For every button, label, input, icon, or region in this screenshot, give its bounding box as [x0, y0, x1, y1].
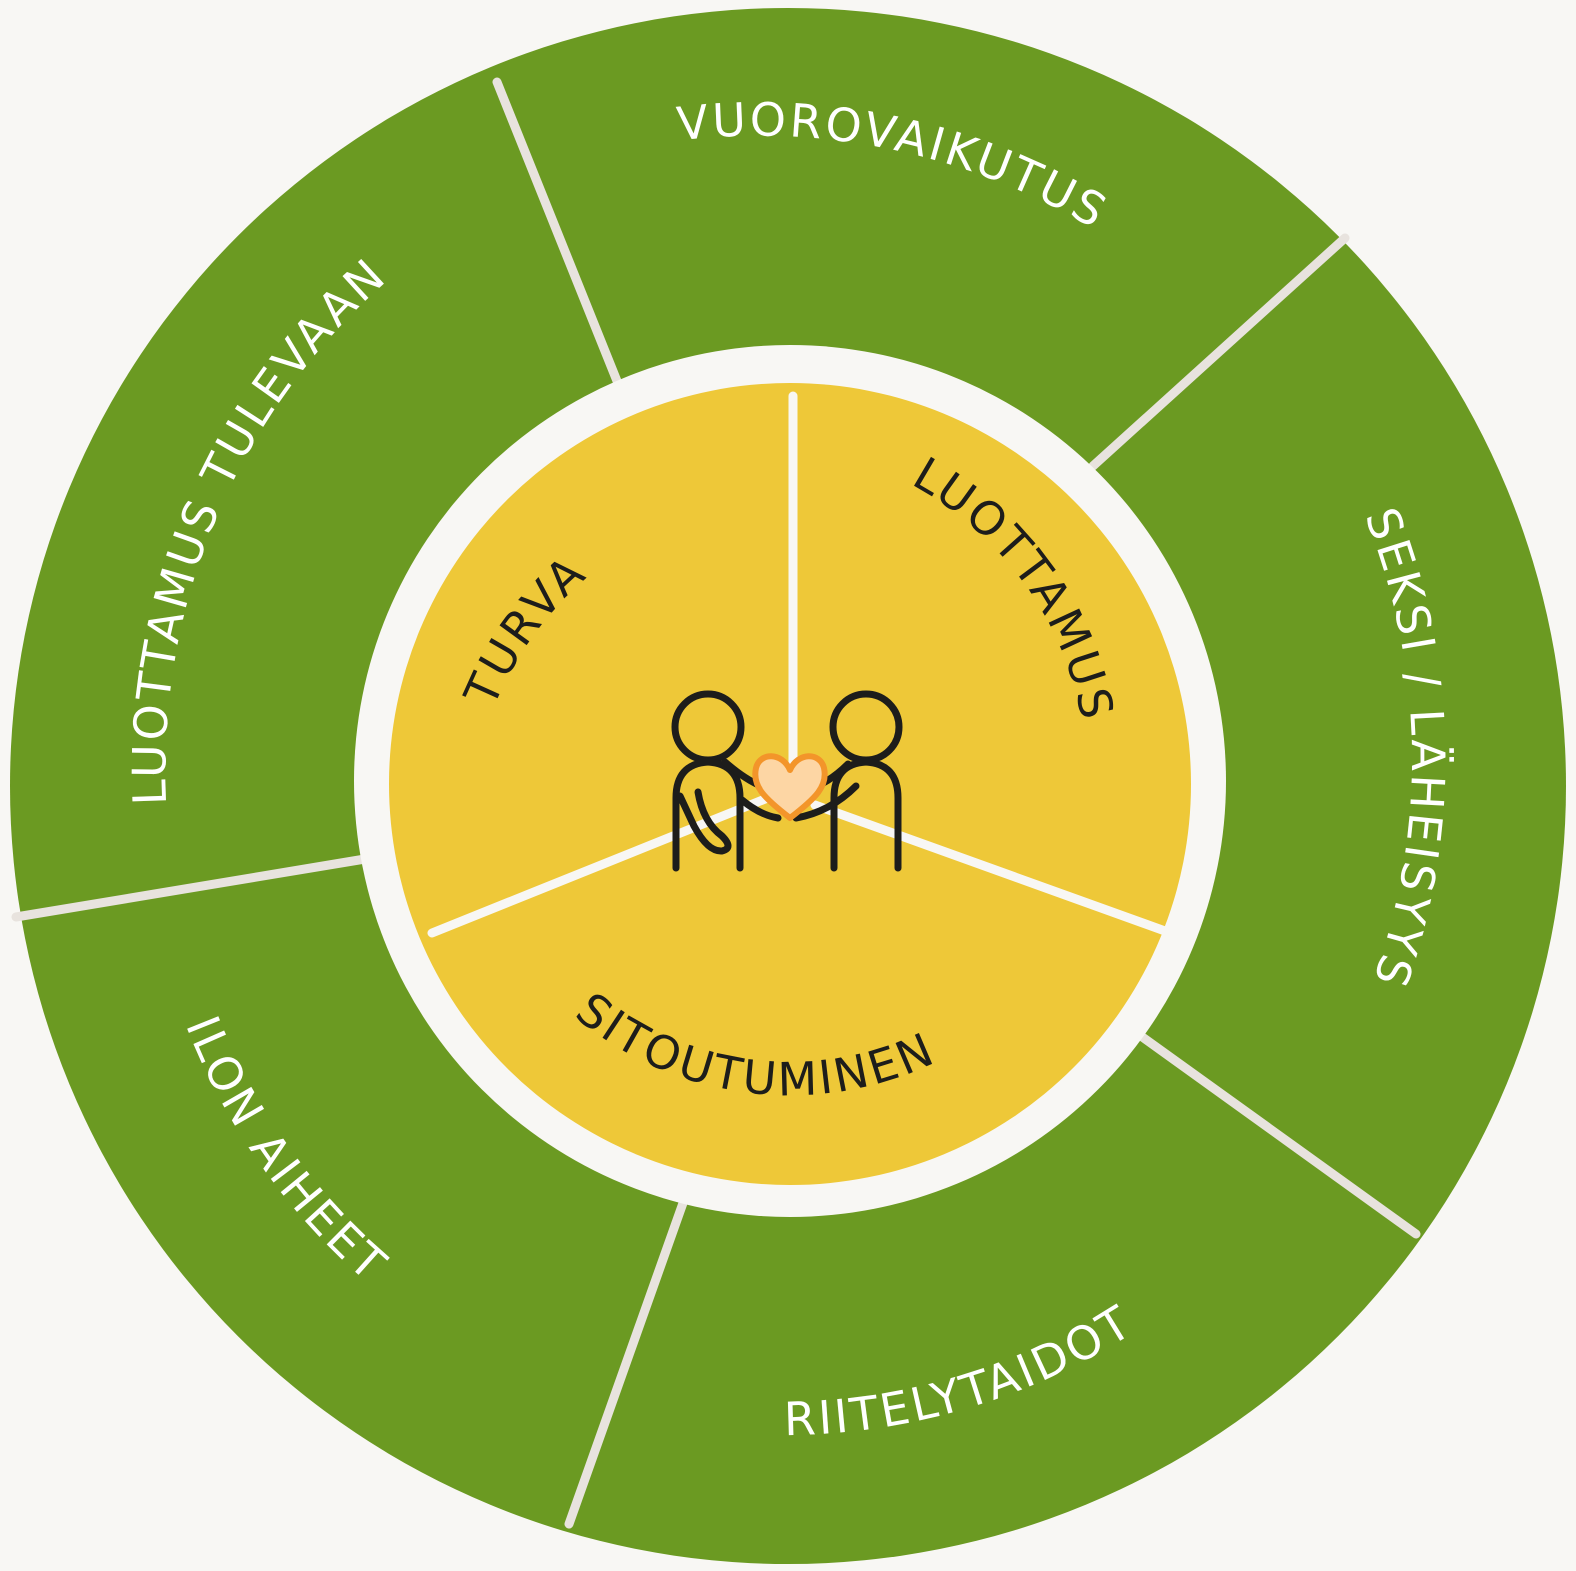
inner-divider	[427, 790, 780, 938]
left-person-body	[672, 758, 744, 872]
outer-divider	[492, 77, 622, 386]
left-person-arm	[676, 788, 732, 855]
inner-divider	[810, 800, 1170, 936]
outer-ring-dividers	[11, 77, 1421, 1529]
outer-divider	[1088, 233, 1350, 471]
outer-divider	[1136, 1031, 1421, 1239]
outer-divider	[564, 1198, 688, 1529]
couple-heart-icon	[671, 690, 903, 872]
heart-icon	[752, 753, 828, 821]
outer-divider	[11, 854, 370, 922]
right-person-body	[830, 758, 902, 872]
inner-dividers	[427, 391, 1170, 938]
